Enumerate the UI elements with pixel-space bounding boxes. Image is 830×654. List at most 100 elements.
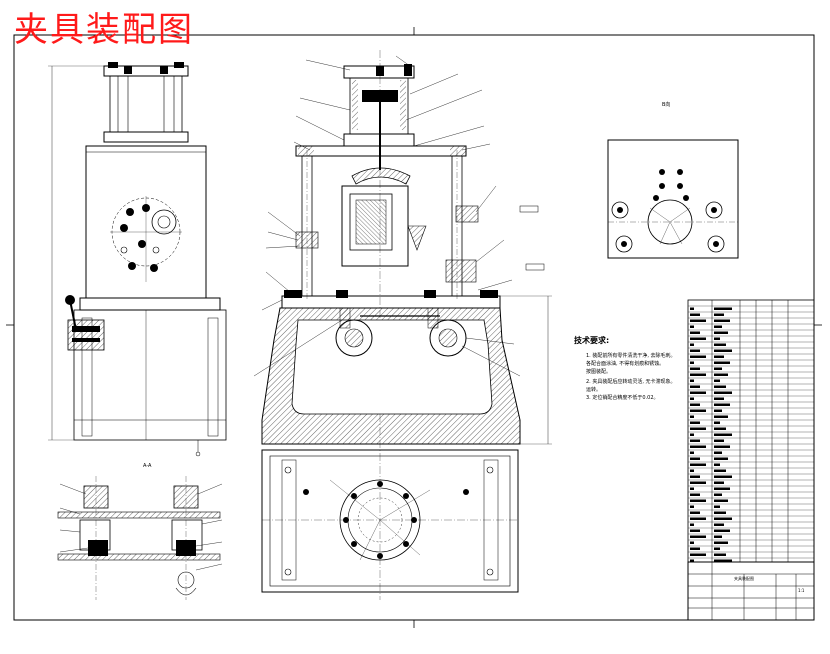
parts-list-cell-mark <box>714 397 724 400</box>
parts-list-cell-mark <box>690 469 694 472</box>
parts-list-cell-mark <box>714 391 732 394</box>
parts-list-cell-mark <box>690 343 694 346</box>
parts-list-cell-mark <box>714 307 732 310</box>
parts-list-cell-mark <box>714 523 724 526</box>
parts-list-cell-mark <box>690 379 694 382</box>
title-block-scale: 1:1 <box>798 588 805 593</box>
parts-list-cell-mark <box>690 529 700 532</box>
parts-list-cell-mark <box>714 457 728 460</box>
parts-list-cell-mark <box>714 355 724 358</box>
view-label: B向 <box>662 101 670 108</box>
parts-list-cell-mark <box>714 331 728 334</box>
parts-list-cell-mark <box>714 385 726 388</box>
parts-list-cell-mark <box>690 433 694 436</box>
parts-list-cell-mark <box>690 553 706 556</box>
main-front-view <box>253 50 552 600</box>
parts-list-cell-mark <box>714 325 722 328</box>
parts-list-cell-mark <box>690 409 706 412</box>
parts-list-cell-mark <box>714 541 728 544</box>
parts-list-cell-mark <box>714 547 720 550</box>
parts-list-cell-mark <box>690 517 706 520</box>
parts-list-cell-mark <box>690 421 700 424</box>
parts-list-cell-mark <box>714 559 732 562</box>
parts-list-cell-mark <box>714 415 728 418</box>
parts-list-cell-mark <box>714 313 724 316</box>
parts-list-cell-mark <box>714 517 732 520</box>
parts-list-cell-mark <box>714 463 720 466</box>
parts-list-cell-mark <box>714 481 724 484</box>
parts-list-cell-mark <box>690 547 700 550</box>
parts-list-cell-mark <box>714 379 720 382</box>
parts-list-cell-mark <box>714 319 730 322</box>
tech-line: 各配合面涂油, 不得有划痕和锈蚀。 <box>586 361 665 367</box>
parts-list-cell-mark <box>714 505 720 508</box>
parts-list-cell-mark <box>690 385 700 388</box>
parts-list-cell-mark <box>714 493 722 496</box>
parts-list-cell-mark <box>714 529 730 532</box>
parts-list-cell-mark <box>690 439 700 442</box>
tech-line: 3. 定位销配合精度不低于0.02。 <box>586 395 659 401</box>
parts-list-cell-mark <box>714 403 730 406</box>
parts-list-cell-mark <box>714 439 724 442</box>
parts-list-cell-mark <box>690 499 706 502</box>
parts-list-cell-mark <box>714 469 726 472</box>
parts-list-cell-mark <box>690 367 700 370</box>
parts-list-cell-mark <box>690 355 706 358</box>
view-b: B向 <box>607 101 739 259</box>
section-label: A-A <box>143 463 152 469</box>
parts-list-cell-mark <box>714 409 722 412</box>
parts-list-cell-mark <box>690 505 694 508</box>
parts-list-cell-mark <box>690 457 700 460</box>
parts-list-cell-mark <box>714 445 730 448</box>
parts-list-cell-mark <box>690 337 706 340</box>
parts-list-cell-mark <box>690 493 700 496</box>
parts-list-cell-mark <box>690 445 706 448</box>
parts-list-cell-mark <box>690 307 694 310</box>
tech-requirements-heading: 技术要求: <box>574 336 610 345</box>
section-a-a-view: A-A <box>57 463 223 600</box>
parts-list-cell-mark <box>714 487 730 490</box>
main-top-view <box>261 449 519 593</box>
tech-line: 2. 夹具装配后应转动灵活, 无卡滞现象。 <box>586 379 676 385</box>
tech-line: 1. 装配前所有零件清洗干净, 去除毛刺。 <box>586 353 676 359</box>
parts-list-rows <box>688 305 814 562</box>
parts-list-cell-mark <box>690 481 706 484</box>
parts-list-cell-mark <box>714 433 732 436</box>
tech-line: 按图装配。 <box>586 369 612 375</box>
parts-list-cell-mark <box>714 427 726 430</box>
parts-list-cell-mark <box>690 313 700 316</box>
parts-list-cell-mark <box>714 553 726 556</box>
parts-list-cell-mark <box>690 415 694 418</box>
parts-list-cell-mark <box>690 535 706 538</box>
parts-list-cell-mark <box>714 373 728 376</box>
parts-list-cell-mark <box>714 343 726 346</box>
parts-list-cell-mark <box>690 475 700 478</box>
parts-list-cell-mark <box>690 325 694 328</box>
parts-list-cell-mark <box>714 535 722 538</box>
parts-list-cell-mark <box>690 541 694 544</box>
parts-list-cell-mark <box>714 367 722 370</box>
parts-list-cell-mark <box>690 373 706 376</box>
parts-list-cell-mark <box>690 319 706 322</box>
parts-list-cell-mark <box>714 499 728 502</box>
parts-list-cell-mark <box>690 523 694 526</box>
parts-list-cell-mark <box>690 391 706 394</box>
parts-list-cell-mark <box>714 421 720 424</box>
parts-list-cell-mark <box>714 361 730 364</box>
parts-list-cell-mark <box>690 511 700 514</box>
drawing-title: 夹具装配图 <box>14 10 194 50</box>
parts-list-cell-mark <box>690 349 700 352</box>
tech-line: 运转。 <box>586 387 602 393</box>
parts-list-cell-mark <box>690 403 700 406</box>
parts-list-cell-mark <box>690 487 694 490</box>
parts-list-cell-mark <box>690 559 694 562</box>
parts-list-cell-mark <box>690 361 694 364</box>
parts-list-cell-mark <box>690 397 694 400</box>
parts-list-cell-mark <box>714 511 726 514</box>
title-block <box>687 561 815 621</box>
title-block-name: 夹具装配图 <box>734 575 754 581</box>
parts-list-cell-mark <box>714 349 732 352</box>
parts-list-cell-mark <box>714 451 722 454</box>
parts-list-cell-mark <box>714 475 732 478</box>
parts-list <box>687 299 815 563</box>
